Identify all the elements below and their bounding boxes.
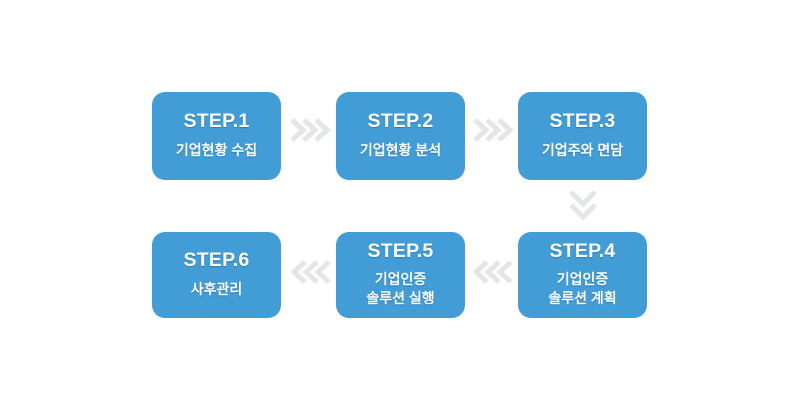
step-title: STEP.4 <box>549 239 616 262</box>
step-box-step2[interactable]: STEP.2 기업현황 분석 <box>336 92 465 180</box>
chevron-right-triple-icon <box>284 110 336 150</box>
chevron-down-double-icon <box>561 184 605 230</box>
step-title: STEP.2 <box>367 110 434 133</box>
chevron-left-triple-icon <box>467 252 519 292</box>
step-box-step4[interactable]: STEP.4 기업인증 솔루션 계획 <box>518 232 647 318</box>
chevron-right-triple-icon <box>467 110 519 150</box>
step-label: 기업주와 면담 <box>541 141 624 158</box>
step-box-step6[interactable]: STEP.6 사후관리 <box>152 232 281 318</box>
step-box-step5[interactable]: STEP.5 기업인증 솔루션 실행 <box>336 232 465 318</box>
step-label: 기업현황 분석 <box>359 141 442 158</box>
step-title: STEP.3 <box>549 110 616 133</box>
step-label: 기업현황 수집 <box>175 141 258 158</box>
step-title: STEP.6 <box>183 249 250 272</box>
step-label: 기업인증 솔루션 실행 <box>366 271 435 307</box>
step-label: 사후관리 <box>190 280 243 297</box>
step-label: 기업인증 솔루션 계획 <box>548 271 617 307</box>
step-box-step3[interactable]: STEP.3 기업주와 면담 <box>518 92 647 180</box>
step-title: STEP.1 <box>183 110 250 133</box>
step-title: STEP.5 <box>367 239 434 262</box>
step-box-step1[interactable]: STEP.1 기업현황 수집 <box>152 92 281 180</box>
chevron-left-triple-icon <box>285 252 337 292</box>
